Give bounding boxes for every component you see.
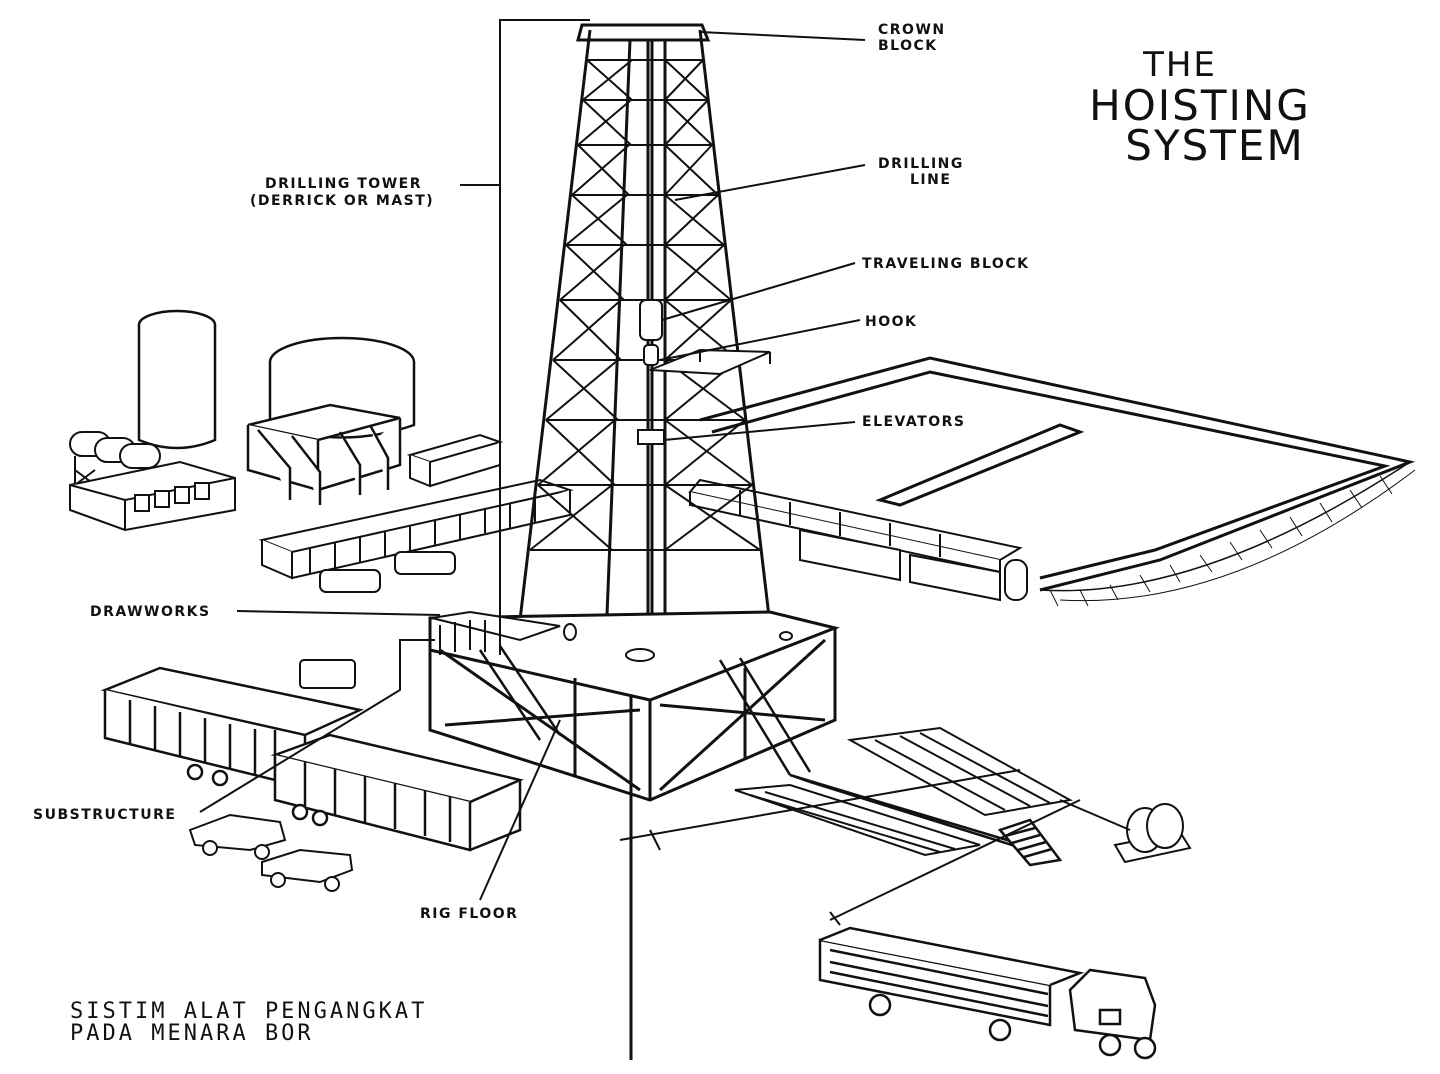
label-rig-floor: RIG FLOOR [420, 906, 518, 922]
generator-units [299, 551, 456, 689]
cable-reel [1059, 799, 1192, 864]
trailer-house [406, 433, 504, 488]
rotary-table [563, 623, 793, 662]
substructure [428, 628, 837, 802]
leader-drilling-line [674, 164, 866, 201]
parked-cars [188, 813, 354, 892]
label-drilling-tower-2: (DERRICK OR MAST) [250, 193, 434, 209]
right-equipment [799, 528, 1028, 602]
v-door-ramp [478, 645, 812, 776]
storage-tank-tall [137, 309, 217, 450]
guy-lines [619, 769, 1081, 926]
label-drilling-line-1: DRILLING [878, 156, 964, 172]
label-crown-block-1: CROWN [878, 22, 946, 38]
label-drilling-tower-1: DRILLING TOWER [265, 176, 422, 192]
mud-hoppers [246, 403, 402, 505]
leader-substructure [199, 639, 435, 813]
label-drilling-line-2: LINE [910, 172, 951, 188]
label-crown-block-2: BLOCK [878, 38, 938, 54]
leader-rig-floor [479, 719, 561, 901]
monkey-board [649, 348, 771, 376]
trailer-right [270, 733, 524, 852]
title-line-3: SYSTEM [1125, 121, 1304, 170]
pipe-truck [818, 926, 1157, 1060]
trailer-left [100, 666, 364, 787]
leader-lines [199, 19, 866, 901]
label-drawworks: DRAWWORKS [90, 604, 211, 620]
traveling-block-hook [637, 299, 665, 445]
leader-drilling-tower [460, 19, 590, 186]
mud-pump-house [69, 460, 236, 532]
title-line-2: HOISTING [1089, 81, 1311, 130]
label-traveling-block: TRAVELING BLOCK [862, 256, 1029, 272]
leader-elevators [663, 421, 856, 441]
pipe-rack-upper [846, 726, 1073, 817]
leader-drawworks [236, 610, 441, 616]
caption-line-1: SISTIM ALAT PENGANGKAT [70, 999, 427, 1024]
label-substructure: SUBSTRUCTURE [33, 807, 176, 823]
caption-line-2: PADA MENARA BOR [70, 1021, 314, 1046]
label-elevators: ELEVATORS [862, 414, 966, 430]
leader-traveling-block [661, 262, 856, 321]
pipe-rack-lower [734, 783, 981, 857]
reserve-pit [699, 356, 1416, 602]
pit-embankment-hatching [1049, 475, 1393, 607]
leader-hook [659, 319, 861, 361]
leader-crown-block [699, 31, 866, 41]
title-line-1: THE [1142, 45, 1217, 85]
label-hook: HOOK [865, 314, 917, 330]
